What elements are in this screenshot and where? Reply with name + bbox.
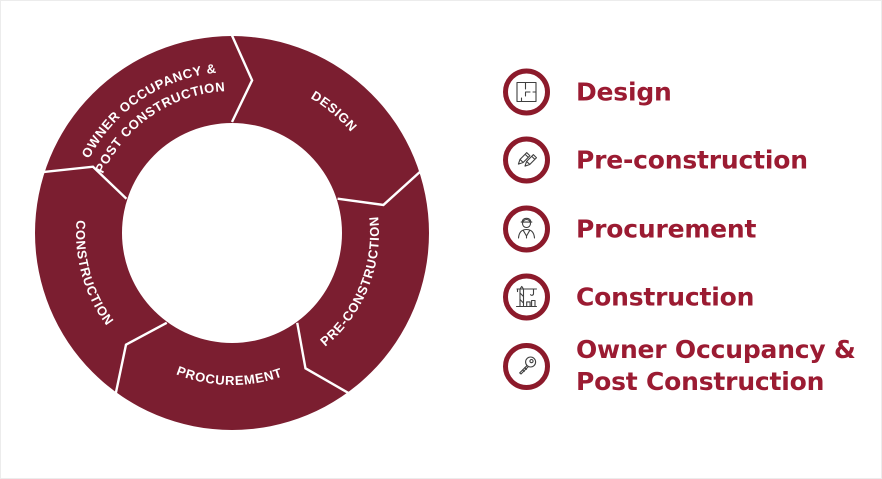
- legend-label: Design: [576, 77, 672, 106]
- segment-divider: [230, 35, 254, 123]
- segment-divider: [337, 171, 421, 207]
- legend-item-owner-occupancy: Owner Occupancy & Post Construction: [502, 334, 856, 398]
- legend-label: Owner Occupancy & Post Construction: [576, 335, 856, 396]
- legend-item-design: Design: [502, 68, 672, 117]
- legend-item-procurement: Procurement: [502, 205, 756, 254]
- legend-item-construction: Construction: [502, 273, 754, 322]
- key-icon: [503, 342, 550, 390]
- worker-icon: [503, 205, 550, 253]
- segment-divider: [296, 322, 349, 394]
- legend-label: Pre-construction: [576, 145, 808, 174]
- legend: Design Pre-construction Pr: [502, 0, 882, 479]
- legend-label: Construction: [576, 282, 755, 311]
- segment-divider: [44, 165, 128, 200]
- crane-icon: [503, 273, 550, 321]
- wheel-ring: [35, 36, 429, 430]
- legend-item-pre-construction: Pre-construction: [502, 136, 808, 185]
- floor-plan-icon: [503, 68, 550, 116]
- process-wheel: DESIGNPRE-CONSTRUCTIONPROCUREMENTCONSTRU…: [35, 35, 429, 430]
- pencils-icon: [503, 136, 550, 184]
- segment-divider: [114, 321, 168, 394]
- legend-label: Procurement: [576, 214, 757, 243]
